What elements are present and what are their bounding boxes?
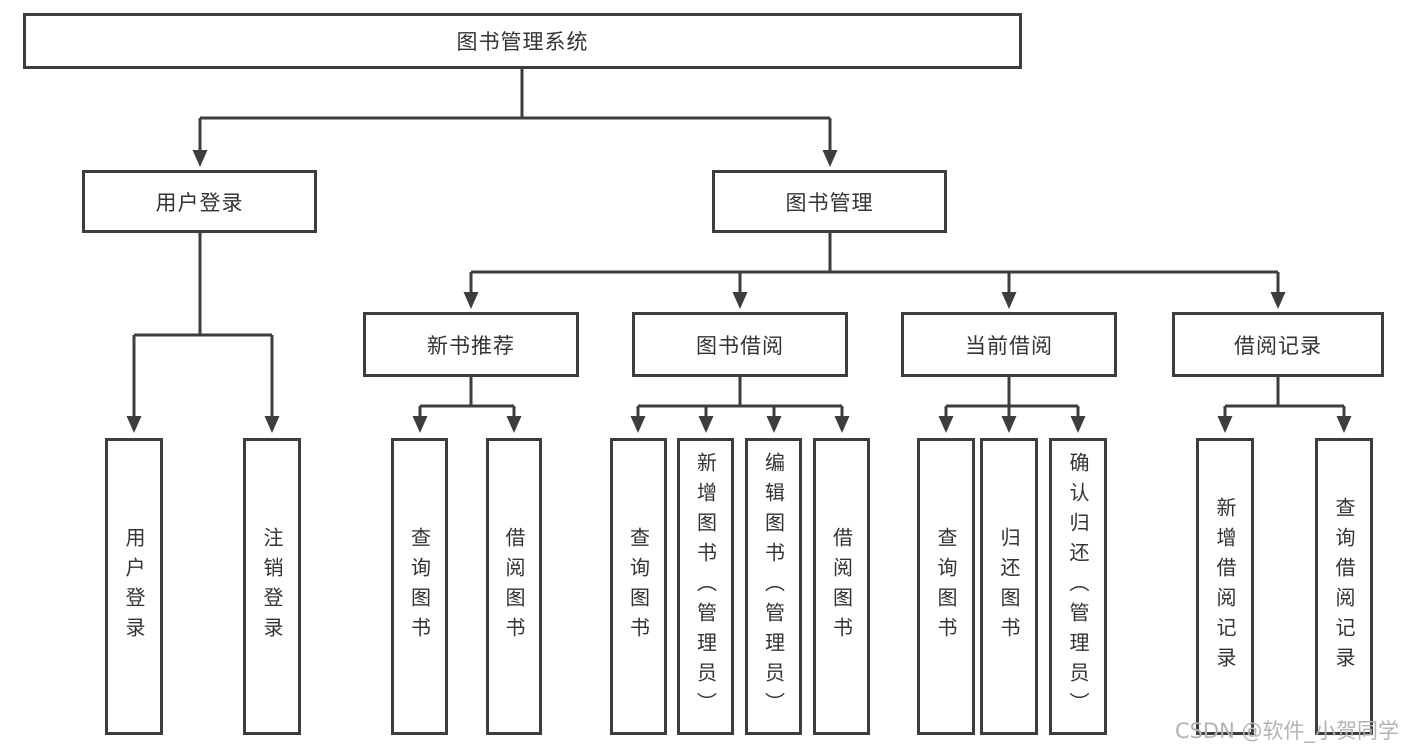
- node-label: 图书管理系统: [456, 30, 589, 54]
- node-label: 查询借阅记录: [1332, 496, 1356, 677]
- connector-edges: [132, 69, 1346, 426]
- node-label: 图书借阅: [696, 333, 784, 358]
- node-label: 注销登录: [260, 526, 284, 647]
- node-leaf-user-login: 用户登录: [105, 438, 163, 735]
- node-new-book-recommend: 新书推荐: [363, 312, 579, 377]
- node-label: 编辑图书（管理员）: [761, 451, 786, 722]
- node-leaf-query-books-recommend: 查询图书: [391, 438, 448, 735]
- node-label: 用户登录: [155, 190, 244, 215]
- node-label: 查询图书: [407, 526, 432, 647]
- node-borrow-records: 借阅记录: [1172, 312, 1384, 377]
- node-label: 确认归还（管理员）: [1066, 451, 1090, 722]
- node-leaf-query-books-current: 查询图书: [917, 438, 975, 735]
- node-user-login: 用户登录: [82, 170, 317, 233]
- node-label: 用户登录: [122, 526, 146, 647]
- node-leaf-add-borrow-record: 新增借阅记录: [1196, 438, 1254, 735]
- node-label: 借阅图书: [502, 526, 526, 647]
- node-label: 借阅记录: [1234, 333, 1322, 358]
- csdn-watermark: CSDN @软件_小贺同学: [1174, 719, 1399, 743]
- node-leaf-borrow-books: 借阅图书: [813, 438, 870, 735]
- node-leaf-logout: 注销登录: [243, 438, 301, 735]
- node-label: 新增借阅记录: [1213, 496, 1237, 677]
- node-book-management: 图书管理: [712, 170, 947, 233]
- node-label: 新书推荐: [427, 333, 515, 358]
- node-root-system: 图书管理系统: [23, 13, 1022, 69]
- node-leaf-confirm-return-admin: 确认归还（管理员）: [1049, 438, 1107, 735]
- node-label: 当前借阅: [965, 333, 1053, 358]
- node-leaf-query-books-borrowing: 查询图书: [610, 438, 667, 735]
- node-leaf-add-books-admin: 新增图书（管理员）: [677, 438, 734, 735]
- node-label: 图书管理: [785, 190, 874, 215]
- node-current-borrowing: 当前借阅: [901, 312, 1117, 377]
- node-book-borrowing: 图书借阅: [632, 312, 848, 377]
- node-label: 借阅图书: [829, 526, 854, 647]
- node-label: 归还图书: [997, 526, 1021, 647]
- node-label: 查询图书: [626, 526, 651, 647]
- node-leaf-query-borrow-record: 查询借阅记录: [1315, 438, 1373, 735]
- node-leaf-borrow-books-recommend: 借阅图书: [486, 438, 542, 735]
- node-label: 查询图书: [934, 526, 958, 647]
- node-leaf-return-books: 归还图书: [980, 438, 1038, 735]
- node-label: 新增图书（管理员）: [693, 451, 718, 722]
- node-leaf-edit-books-admin: 编辑图书（管理员）: [745, 438, 802, 735]
